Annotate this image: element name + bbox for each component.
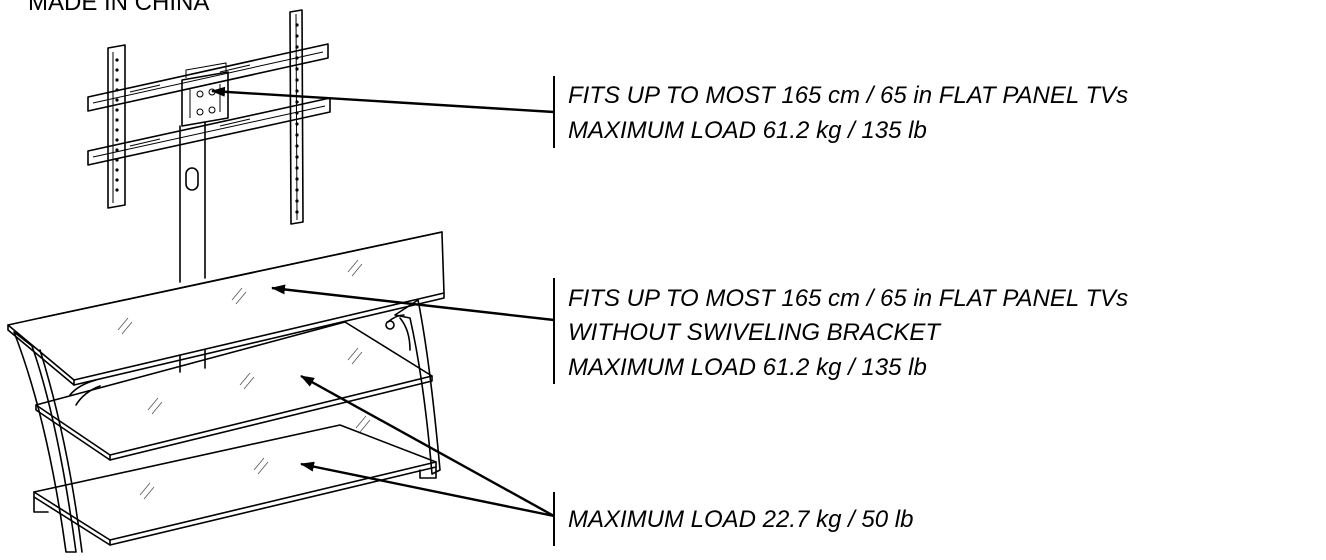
swivel-plate [181,71,229,127]
tv-stand-illustration [7,9,445,553]
callout-2-line-2: WITHOUT SWIVELING BRACKET [568,319,942,346]
callout-1-line-1: FITS UP TO MOST 165 cm / 65 in FLAT PANE… [568,82,1128,109]
right-rail-holes [295,23,299,214]
callout-2-line-1: FITS UP TO MOST 165 cm / 65 in FLAT PANE… [568,285,1128,312]
left-rail-holes [115,58,119,192]
callout-2: FITS UP TO MOST 165 cm / 65 in FLAT PANE… [568,285,1128,381]
mounting-bracket [87,9,331,225]
arm-slots [129,64,251,147]
callout-1-line-2: MAXIMUM LOAD 61.2 kg / 135 lb [568,117,927,144]
made-in-label: MADE IN CHINA [28,0,209,16]
callout-3-arrow-middle [300,374,555,518]
callout-2-arrow [271,284,555,322]
callout-3-arrow-bottom [300,461,555,518]
callout-indicators [211,76,555,546]
callout-2-line-3: MAXIMUM LOAD 61.2 kg / 135 lb [568,354,927,381]
callout-3-line-1: MAXIMUM LOAD 22.7 kg / 50 lb [568,506,913,533]
callout-3: MAXIMUM LOAD 22.7 kg / 50 lb [568,506,913,533]
middle-glass-shelf [35,321,433,461]
top-glass-shelf [7,231,445,386]
callout-1-arrow [211,86,555,114]
bottom-glass-shelf [33,424,437,546]
callout-1: FITS UP TO MOST 165 cm / 65 in FLAT PANE… [568,82,1128,144]
support-pole [179,121,206,373]
